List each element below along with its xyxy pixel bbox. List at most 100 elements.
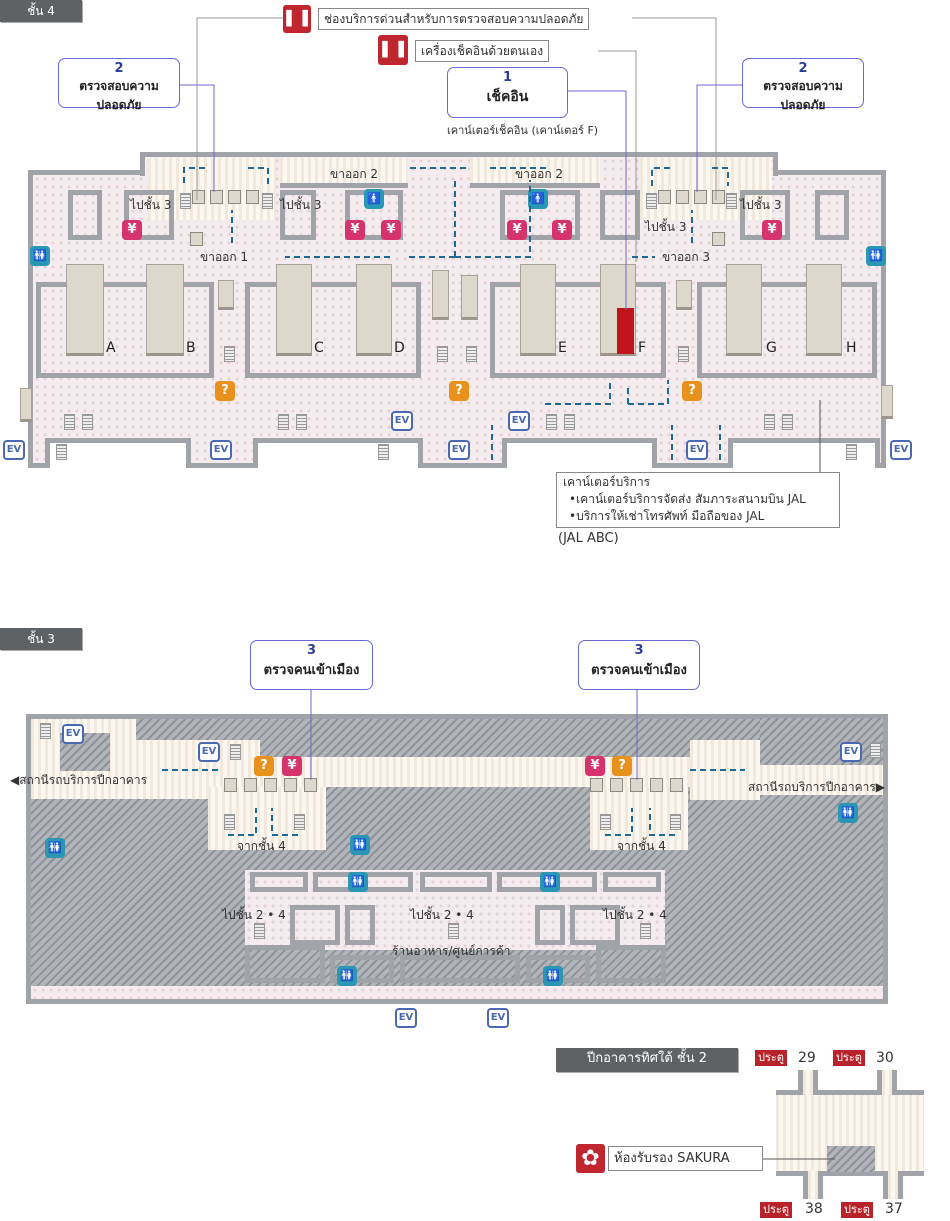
floor4-tag: ชั้น 4	[0, 0, 82, 22]
elevator-icon: EV	[508, 411, 530, 431]
immigration-booth	[304, 778, 317, 792]
currency-exchange-icon: ¥	[507, 220, 527, 240]
security-lane	[676, 190, 689, 204]
kiosk	[218, 280, 234, 310]
bus-station-area-right	[760, 765, 883, 795]
escalator-icon	[466, 346, 477, 362]
elevator-icon: EV	[840, 742, 862, 762]
shop	[345, 905, 375, 945]
gate-area-2-left	[280, 158, 408, 188]
counter-island-gh	[697, 282, 877, 378]
from-floor4-label: จากชั้น 4	[617, 839, 666, 853]
kiosk	[676, 280, 692, 310]
to-floor3-label: ไปชั้น 3	[130, 198, 172, 212]
escalator-icon	[640, 923, 651, 939]
security-lane	[694, 190, 707, 204]
restroom-icon: 🚻	[543, 966, 563, 986]
elevator-icon: EV	[3, 440, 25, 460]
immigration-booth	[224, 778, 237, 792]
counter-e-label: E	[558, 340, 567, 356]
to-floor3-label: ไปชั้น 3	[645, 220, 687, 234]
information-icon: ?	[449, 381, 469, 401]
counter-c-label: C	[314, 340, 324, 356]
elevator-icon: EV	[198, 742, 220, 762]
counter-c	[276, 264, 312, 356]
escalator-icon	[782, 414, 793, 430]
information-icon: ?	[682, 381, 702, 401]
immigration-title: ตรวจคนเข้าเมือง	[591, 663, 687, 678]
step-number: 2	[114, 61, 124, 76]
currency-exchange-icon: ¥	[122, 220, 142, 240]
escalator-icon	[254, 923, 265, 939]
escalator-icon	[180, 193, 191, 209]
counter-island-cd	[245, 282, 421, 378]
security-title: ตรวจสอบความปลอดภัย	[79, 79, 159, 112]
gate-label: ประตู	[755, 1050, 787, 1066]
gate-number: 38	[805, 1201, 823, 1217]
self-checkin-machines	[617, 308, 634, 354]
gate-37-bridge	[883, 1171, 903, 1199]
jal-abc-counter	[881, 385, 893, 419]
information-icon: ?	[612, 756, 632, 776]
jal-abc-counter	[20, 388, 32, 422]
counter-h-label: H	[846, 340, 857, 356]
gate-number: 30	[876, 1050, 894, 1066]
immigration-booth	[244, 778, 257, 792]
escalator-icon	[564, 414, 575, 430]
security-callout-right: 2 ตรวจสอบความปลอดภัย	[742, 58, 864, 112]
escalator-icon	[278, 414, 289, 430]
restroom-icon: 🚻	[45, 838, 65, 858]
security-title: ตรวจสอบความปลอดภัย	[763, 79, 843, 112]
bottom-corridor	[31, 986, 883, 999]
immigration-callout-right: 3 ตรวจคนเข้าเมือง	[578, 640, 700, 690]
shop	[400, 955, 520, 983]
escalator-icon	[646, 193, 657, 209]
escalator-icon	[56, 444, 67, 460]
express-security-label: ช่องบริการด่วนสำหรับการตรวจสอบความปลอดภั…	[318, 8, 590, 30]
escalator-icon	[262, 193, 273, 209]
counter-d-label: D	[394, 340, 405, 356]
room	[760, 718, 883, 765]
mens-restroom-icon: 🚹	[364, 189, 384, 209]
sakura-lounge-area	[827, 1146, 875, 1172]
to-floor24-label: ไปชั้น 2 • 4	[410, 908, 474, 922]
escalator-icon	[64, 414, 75, 430]
elevator-icon: EV	[686, 440, 708, 460]
escalator-icon	[726, 193, 737, 209]
immigration-callout-left: 3 ตรวจคนเข้าเมือง	[250, 640, 373, 690]
security-lane	[228, 190, 241, 204]
kiosk	[461, 275, 478, 320]
information-icon: ?	[254, 756, 274, 776]
checkin-subtitle: เคาน์เตอร์เช็คอิน (เคาน์เตอร์ F)	[447, 124, 599, 137]
checkin-title: เช็คอิน	[486, 89, 529, 105]
counter-b-label: B	[186, 340, 196, 356]
escalator-icon	[224, 814, 235, 830]
immigration-booth	[650, 778, 663, 792]
counter-a	[66, 264, 104, 356]
currency-exchange-icon: ¥	[762, 220, 782, 240]
escalator-icon	[296, 414, 307, 430]
shop	[570, 905, 620, 945]
security-lane	[658, 190, 671, 204]
express-security-icon: ▌▐	[283, 5, 311, 33]
mens-restroom-icon: 🚹	[528, 189, 548, 209]
checkin-step-number: 1	[502, 70, 513, 85]
restroom-icon: 🚻	[866, 246, 886, 266]
elevator-icon: EV	[391, 411, 413, 431]
counter-island-ef	[490, 282, 666, 378]
elevator-icon: EV	[487, 1008, 509, 1028]
escalator-icon	[764, 414, 775, 430]
room	[600, 190, 640, 240]
escalator-icon	[378, 444, 389, 460]
counter-g-label: G	[766, 340, 777, 356]
express-security-lane	[190, 232, 203, 246]
restroom-icon: 🚻	[337, 966, 357, 986]
sakura-lounge-icon: ✿	[576, 1144, 605, 1173]
immigration-title: ตรวจคนเข้าเมือง	[263, 663, 360, 678]
shops-label: ร้านอาหาร/ศูนย์การค้า	[392, 944, 511, 958]
escalator-icon	[448, 923, 459, 939]
express-security-lane	[712, 232, 725, 246]
checkin-callout: 1 เช็คอิน	[447, 67, 568, 118]
shop	[596, 945, 666, 983]
shop	[535, 905, 565, 945]
